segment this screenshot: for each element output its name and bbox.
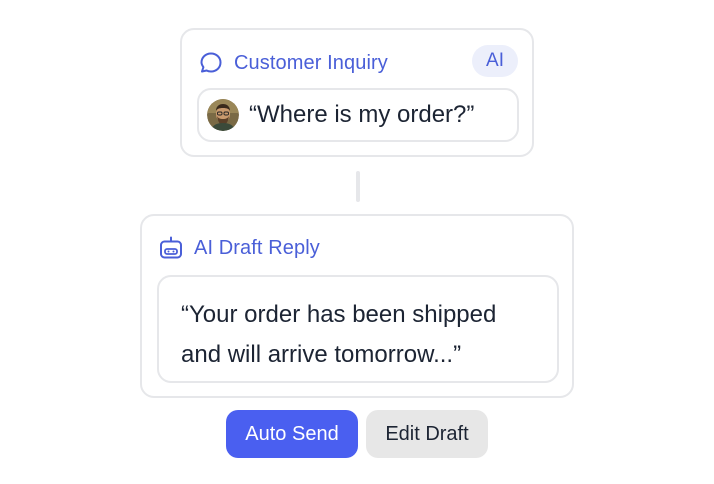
chat-bubble-icon — [198, 50, 224, 76]
flow-connector-line — [356, 171, 360, 202]
edit-draft-button[interactable]: Edit Draft — [366, 410, 488, 458]
customer-inquiry-card: Customer Inquiry AI — [180, 28, 534, 157]
inquiry-message-text: “Where is my order?” — [249, 101, 475, 128]
ai-draft-reply-card: AI Draft Reply “Your order has been ship… — [140, 214, 574, 398]
customer-inquiry-header: Customer Inquiry — [198, 48, 388, 78]
ai-badge: AI — [472, 45, 518, 77]
draft-message-text: “Your order has been shipped and will ar… — [181, 301, 497, 368]
customer-inquiry-title: Customer Inquiry — [234, 51, 388, 74]
ai-draft-reply-header: AI Draft Reply — [158, 233, 320, 263]
ai-draft-reply-title: AI Draft Reply — [194, 236, 320, 259]
draft-message-bubble: “Your order has been shipped and will ar… — [157, 275, 559, 383]
customer-avatar — [207, 99, 239, 131]
robot-icon — [158, 235, 184, 261]
auto-send-button[interactable]: Auto Send — [226, 410, 358, 458]
inquiry-message-bubble: “Where is my order?” — [197, 88, 519, 142]
